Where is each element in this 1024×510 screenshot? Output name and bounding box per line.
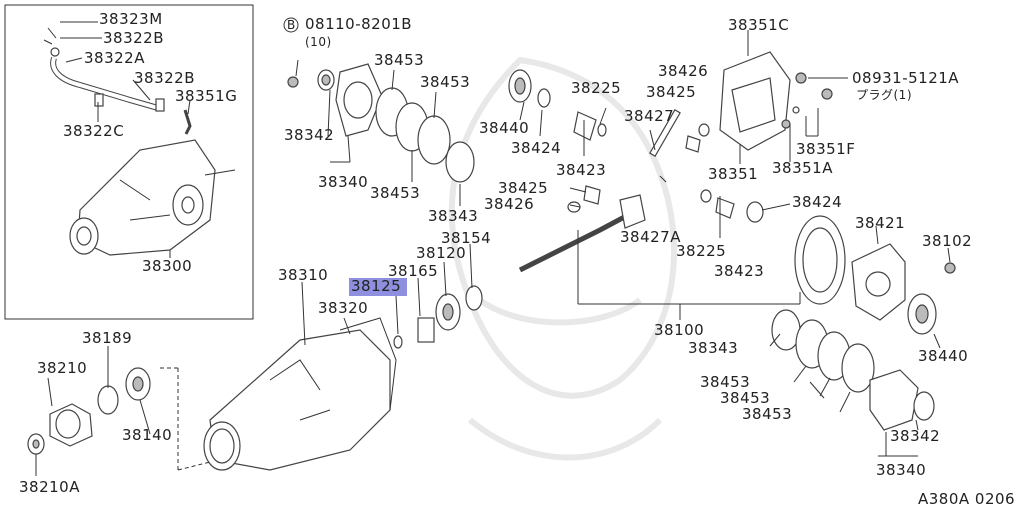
label-38351: 38351 <box>708 165 759 183</box>
label-38320: 38320 <box>318 299 369 317</box>
label-38210: 38210 <box>37 359 88 377</box>
label-bolt-08110-8201B: 08110-8201B <box>305 15 413 33</box>
label-38154: 38154 <box>441 229 492 247</box>
label-38351C: 38351C <box>728 16 790 34</box>
assembly-bracket <box>577 230 801 320</box>
label-plug-08931-5121A: 08931-5121A <box>852 69 960 87</box>
label-38125-highlighted[interactable]: 38125 <box>349 278 407 296</box>
label-38322B-mid: 38322B <box>134 69 196 87</box>
middle-spacers <box>393 285 483 349</box>
parts-upper-left <box>287 63 475 183</box>
label-38426-top: 38426 <box>658 62 709 80</box>
label-38424-top: 38424 <box>511 139 562 157</box>
companion-flange-parts <box>27 367 151 455</box>
label-38440-top: 38440 <box>479 119 530 137</box>
label-38189: 38189 <box>82 329 133 347</box>
label-38453-r3: 38453 <box>742 405 793 423</box>
diagram-id: A380A 0206 <box>918 490 1016 508</box>
label-38423-mid: 38423 <box>714 262 765 280</box>
label-38340-left: 38340 <box>318 173 369 191</box>
label-38120: 38120 <box>416 244 467 262</box>
label-38423-top: 38423 <box>556 161 607 179</box>
label-38322A: 38322A <box>84 49 145 67</box>
differential-case <box>851 243 956 335</box>
label-38426-mid: 38426 <box>484 195 535 213</box>
label-38453-b: 38453 <box>420 73 471 91</box>
label-38427A: 38427A <box>620 228 681 246</box>
label-38322B-top: 38322B <box>103 29 165 47</box>
label-38342-left: 38342 <box>284 126 335 144</box>
label-38300: 38300 <box>142 257 193 275</box>
differential-housing-small <box>69 139 236 256</box>
label-38424-mid: 38424 <box>792 193 843 211</box>
label-38140: 38140 <box>122 426 173 444</box>
label-38225-mid: 38225 <box>676 242 727 260</box>
label-38351A: 38351A <box>772 159 833 177</box>
label-38453-r2: 38453 <box>720 389 771 407</box>
label-38310: 38310 <box>278 266 329 284</box>
label-38323M: 38323M <box>99 10 163 28</box>
label-plug-qty: プラグ(1) <box>856 88 912 102</box>
label-38453-c: 38453 <box>370 184 421 202</box>
label-38453-r1: 38453 <box>700 373 751 391</box>
label-38165: 38165 <box>388 262 439 280</box>
label-38425-mid: 38425 <box>498 179 549 197</box>
label-38421: 38421 <box>855 214 906 232</box>
label-38425-top: 38425 <box>646 83 697 101</box>
label-38100: 38100 <box>654 321 705 339</box>
label-38427: 38427 <box>624 107 675 125</box>
label-38453-a: 38453 <box>374 51 425 69</box>
label-38343-right: 38343 <box>688 339 739 357</box>
pinion-parts <box>508 69 681 273</box>
label-38351G: 38351G <box>175 87 238 105</box>
label-38351F: 38351F <box>796 140 856 158</box>
label-38102: 38102 <box>922 232 973 250</box>
label-38342-right: 38342 <box>890 427 941 445</box>
parts-lower-right <box>771 309 935 431</box>
label-38340-right: 38340 <box>876 461 927 479</box>
label-bolt-qty: (10) <box>305 35 332 49</box>
bolt-symbol-circle <box>283 17 299 33</box>
label-38440-right: 38440 <box>918 347 969 365</box>
breather-hose <box>43 27 192 135</box>
label-38225-top: 38225 <box>571 79 622 97</box>
label-38343-left: 38343 <box>428 207 479 225</box>
label-38210A: 38210A <box>19 478 80 496</box>
label-38322C: 38322C <box>63 122 125 140</box>
rear-cover <box>685 51 833 223</box>
differential-housing <box>203 317 397 471</box>
bolt-symbol-letter: B <box>287 18 296 32</box>
watermark-emblem <box>448 56 677 461</box>
ring-gear <box>794 215 846 305</box>
